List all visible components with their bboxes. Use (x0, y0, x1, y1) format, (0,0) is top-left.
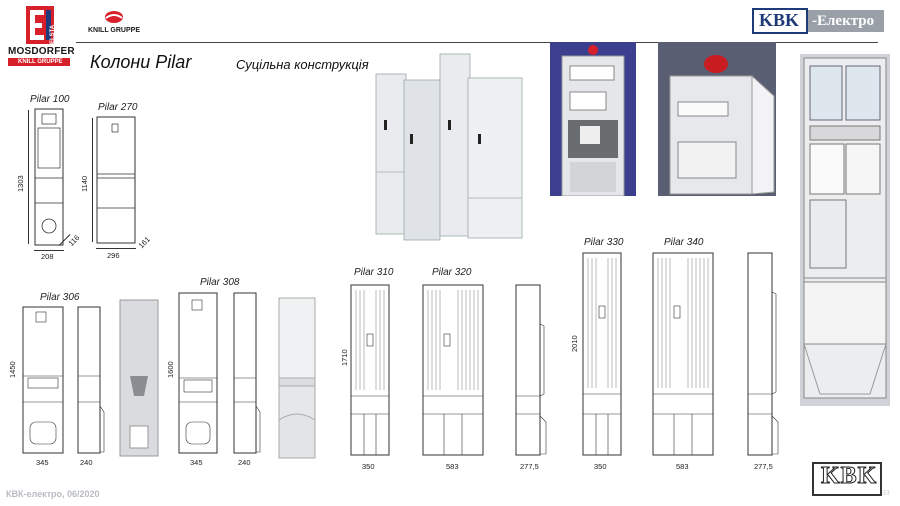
pilar-330-label: Pilar 330 (584, 237, 624, 248)
page-subtitle: Суцільна конструкція (236, 57, 369, 72)
mosdorfer-sub-text: KNILL GRUPPE (18, 59, 63, 65)
knill-logo-icon (104, 10, 124, 24)
pilar-330-width: 350 (594, 462, 607, 471)
pilar-group-photo (370, 50, 530, 242)
pilar-306-height: 1450 (8, 361, 17, 378)
pilar-308-depth: 240 (238, 458, 251, 467)
pilar-270-drawing (96, 116, 136, 249)
pilar-270-height: 1140 (80, 175, 89, 192)
elsta-vertical-text: ELSTA (50, 24, 56, 44)
pilar-270-width-line (96, 248, 136, 249)
pilar-100-height: 1303 (16, 175, 25, 192)
pilar-270-width: 296 (107, 251, 120, 260)
pilar-320-drawing (422, 284, 484, 461)
elsta-logo (26, 6, 54, 44)
mosdorfer-sub (8, 58, 70, 66)
open-cabinet-photo-2 (658, 42, 776, 196)
page-number: 33 (882, 490, 890, 497)
pilar-100-drawing (34, 108, 64, 251)
mosdorfer-text: MOSDORFER (8, 46, 75, 57)
pilar-320-depth: 277,5 (520, 462, 539, 471)
pilar-270-label: Pilar 270 (98, 102, 138, 113)
pilar-306-label: Pilar 306 (40, 292, 80, 303)
pilar-306-width: 345 (36, 458, 49, 467)
kbk-logo-text: KBK (759, 10, 800, 30)
pilar-100-width: 208 (41, 252, 54, 261)
pilar-310-height: 1710 (340, 349, 349, 366)
pilar-310-drawing (350, 284, 390, 461)
pilar-270-height-line (92, 118, 93, 242)
pilar-340-side-drawing (746, 252, 780, 461)
page-title: Колони Pilar (90, 52, 192, 72)
pilar-308-height: 1600 (166, 361, 175, 378)
pilar-308-front-drawing (178, 292, 218, 459)
pilar-330-height: 2010 (570, 335, 579, 352)
pilar-308-width: 345 (190, 458, 203, 467)
pilar-340-depth: 277,5 (754, 462, 773, 471)
kbk-electro-text: -Електро (812, 13, 875, 29)
pilar-320-side-drawing (514, 284, 548, 461)
pilar-306-render (118, 298, 160, 463)
pilar-100-height-line (28, 110, 29, 244)
pilar-100-label: Pilar 100 (30, 94, 70, 105)
pilar-310-width: 350 (362, 462, 375, 471)
pilar-306-depth: 240 (80, 458, 93, 467)
footer-kbk-logo-box (812, 462, 882, 496)
pilar-308-label: Pilar 308 (200, 277, 240, 288)
pilar-330-drawing (582, 252, 622, 461)
kbk-logo-box (752, 8, 808, 34)
pilar-340-label: Pilar 340 (664, 237, 704, 248)
pilar-310-label: Pilar 310 (354, 267, 394, 278)
pilar-100-width-line (34, 250, 64, 251)
pilar-320-width: 583 (446, 462, 459, 471)
pilar-340-drawing (652, 252, 714, 461)
pilar-308-render (276, 296, 320, 465)
footer-kbk-logo-text: KBK (820, 463, 878, 490)
header-rule (76, 42, 878, 43)
pilar-306-front-drawing (22, 306, 64, 459)
open-cabinet-photo-3 (800, 54, 890, 406)
pilar-306-side-drawing (76, 306, 106, 459)
kbk-electro-banner (808, 10, 884, 32)
pilar-308-side-drawing (232, 292, 262, 459)
pilar-270-depth: 161 (136, 234, 152, 251)
open-cabinet-photo-1 (550, 42, 636, 197)
knill-gruppe-text: KNILL GRUPPE (88, 27, 140, 34)
footer-text: КВК-електро, 06/2020 (6, 489, 100, 499)
pilar-340-width: 583 (676, 462, 689, 471)
pilar-320-label: Pilar 320 (432, 267, 472, 278)
